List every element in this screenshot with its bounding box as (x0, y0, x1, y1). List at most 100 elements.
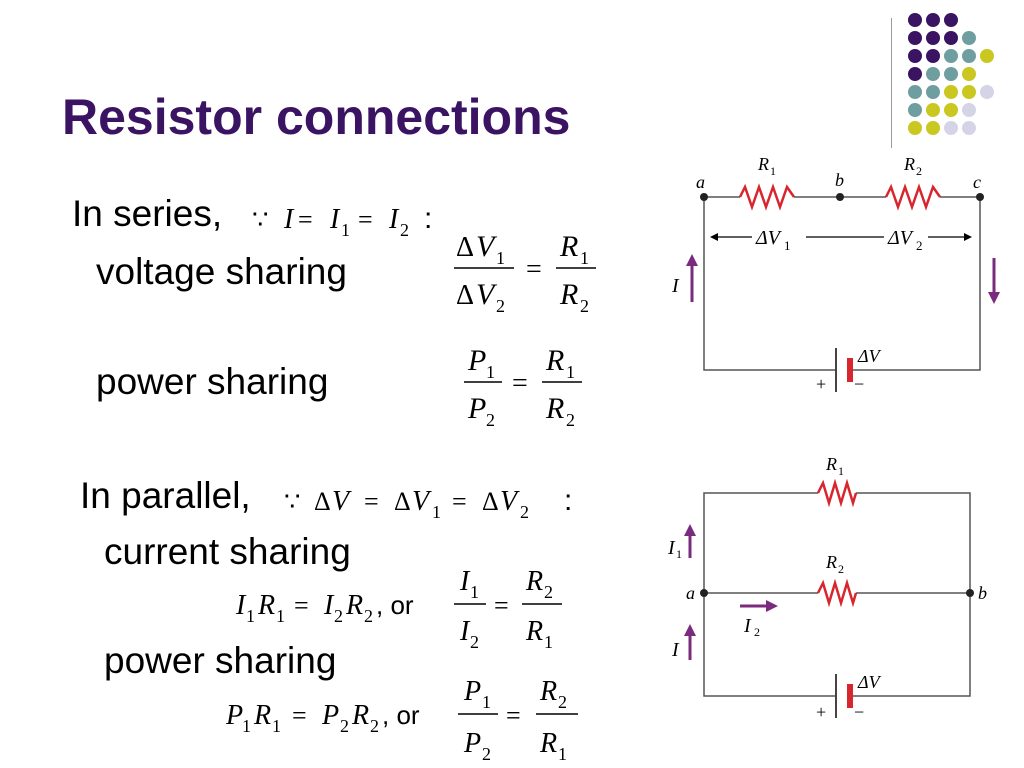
decorative-dot (962, 121, 976, 135)
pp-frac-den-p-sub: 2 (482, 744, 491, 764)
series-cond-eq2: = (358, 205, 373, 234)
cs-eq-1: = (294, 591, 309, 620)
decorative-dot (926, 49, 940, 63)
pp-or: , or (382, 700, 420, 730)
decorative-dot-grid (908, 13, 994, 135)
pp-r2-sub: 2 (370, 716, 379, 736)
series-label-r2-sub: 2 (916, 164, 922, 178)
vs-num-r: R (559, 230, 578, 263)
dv1-arrowhead (710, 233, 718, 241)
pc-v2: V (500, 486, 520, 517)
sp-num-p: P (467, 344, 486, 377)
sp-den-p-sub: 2 (486, 410, 495, 430)
series-label-r1: R (757, 154, 769, 174)
vs-den-sub: 2 (496, 296, 505, 316)
cs-frac-num-i: I (459, 566, 471, 597)
parallel-resistor-r1 (816, 478, 858, 508)
parallel-heading: In parallel, (80, 475, 251, 516)
pc-v1-sub: 1 (432, 502, 441, 522)
pp-r2: R (351, 700, 369, 731)
series-resistor-r2 (884, 183, 942, 211)
series-battery-plus: + (816, 374, 826, 394)
sp-num-r-sub: 1 (566, 362, 575, 382)
series-cond-i: I (283, 204, 295, 235)
current-sharing-label: current sharing (104, 531, 351, 572)
series-label-dv1-sub: 1 (784, 238, 791, 253)
series-node-a-dot (700, 193, 708, 201)
vs-num-r-sub: 1 (580, 248, 589, 268)
decorative-dot (962, 49, 976, 63)
series-node-b: b (835, 170, 844, 190)
series-node-c-dot (976, 193, 984, 201)
cs-i2: I (323, 590, 335, 621)
decorative-dot (926, 31, 940, 45)
parallel-label-i2-sub: 2 (754, 625, 760, 639)
series-battery-minus: − (854, 374, 864, 394)
series-cond-eq1: = (298, 205, 313, 234)
series-node-a: a (696, 172, 705, 192)
series-label-dv1: ΔV (755, 227, 783, 249)
parallel-label-r1: R (825, 454, 837, 474)
decorative-dot (962, 67, 976, 81)
decorative-dot (926, 85, 940, 99)
pp-frac-den-r: R (539, 728, 557, 759)
pp-frac-num-p: P (463, 676, 481, 707)
decorative-dot (926, 67, 940, 81)
decorative-dot (908, 85, 922, 99)
decorative-dot (944, 67, 958, 81)
cs-frac-num-i-sub: 1 (470, 582, 479, 602)
parallel-node-a-dot (700, 589, 708, 597)
pp-r1: R (253, 700, 271, 731)
vs-num-sub: 1 (496, 248, 505, 268)
series-resistor-r1 (738, 183, 796, 211)
decorative-dot (944, 103, 958, 117)
pp-eq-2: = (506, 701, 521, 730)
series-current-arrowhead-left (686, 254, 698, 266)
sp-den-p: P (467, 392, 486, 425)
pc-v2-sub: 2 (520, 502, 529, 522)
dv2-arrowhead (964, 233, 972, 241)
series-label-r1-sub: 1 (770, 164, 776, 178)
pp-frac-den-r-sub: 1 (558, 744, 567, 764)
pp-eq-1: = (292, 701, 307, 730)
pp-r1-sub: 1 (272, 716, 281, 736)
parallel-label-i: I (671, 639, 680, 661)
vs-den-v: V (476, 278, 498, 311)
decorative-dot (908, 31, 922, 45)
cs-or: , or (376, 590, 414, 620)
cs-r1-sub: 1 (276, 606, 285, 626)
cs-r2: R (345, 590, 363, 621)
series-circuit-diagram: a b c R 1 R 2 ΔV 1 ΔV 2 I I + − ΔV (671, 154, 1000, 394)
voltage-sharing-formula: Δ V 1 Δ V 2 = R 1 R 2 (454, 230, 596, 316)
decorative-dot (980, 49, 994, 63)
cs-frac-num-r-sub: 2 (544, 582, 553, 602)
decorative-dot (926, 13, 940, 27)
cs-r1: R (257, 590, 275, 621)
series-power-sharing-formula: P 1 P 2 = R 1 R 2 (464, 344, 582, 430)
parallel-power-sharing-formula: P 1 R 1 = P 2 R 2 , or P 1 P 2 = R 2 R 1 (225, 676, 578, 764)
pp-frac-den-p: P (463, 728, 481, 759)
vs-num-v: V (476, 230, 498, 263)
pc-delta-2: Δ (394, 487, 411, 516)
series-battery-label: ΔV (857, 346, 882, 366)
sp-num-p-sub: 1 (486, 362, 495, 382)
i2-arrowhead (766, 600, 778, 612)
series-label-i-left: I (671, 275, 680, 297)
parallel-resistor-r2 (816, 578, 858, 608)
decorative-dot (926, 121, 940, 135)
vs-den-r-sub: 2 (580, 296, 589, 316)
parallel-label-r2: R (825, 552, 837, 572)
decorative-dot (980, 85, 994, 99)
sp-equals: = (512, 368, 528, 399)
decorative-dot (926, 103, 940, 117)
pc-delta-3: Δ (482, 487, 499, 516)
parallel-wire-top (703, 492, 971, 593)
series-heading: In series, (72, 193, 223, 234)
decorative-dot (962, 85, 976, 99)
current-sharing-formula: I 1 R 1 = I 2 R 2 , or I 1 I 2 = R 2 R 1 (235, 566, 562, 652)
title-divider-line (891, 18, 892, 148)
sp-den-r: R (545, 392, 564, 425)
pc-delta-1: Δ (314, 487, 331, 516)
pc-colon: : (564, 484, 572, 517)
parallel-label-r2-sub: 2 (838, 562, 844, 576)
